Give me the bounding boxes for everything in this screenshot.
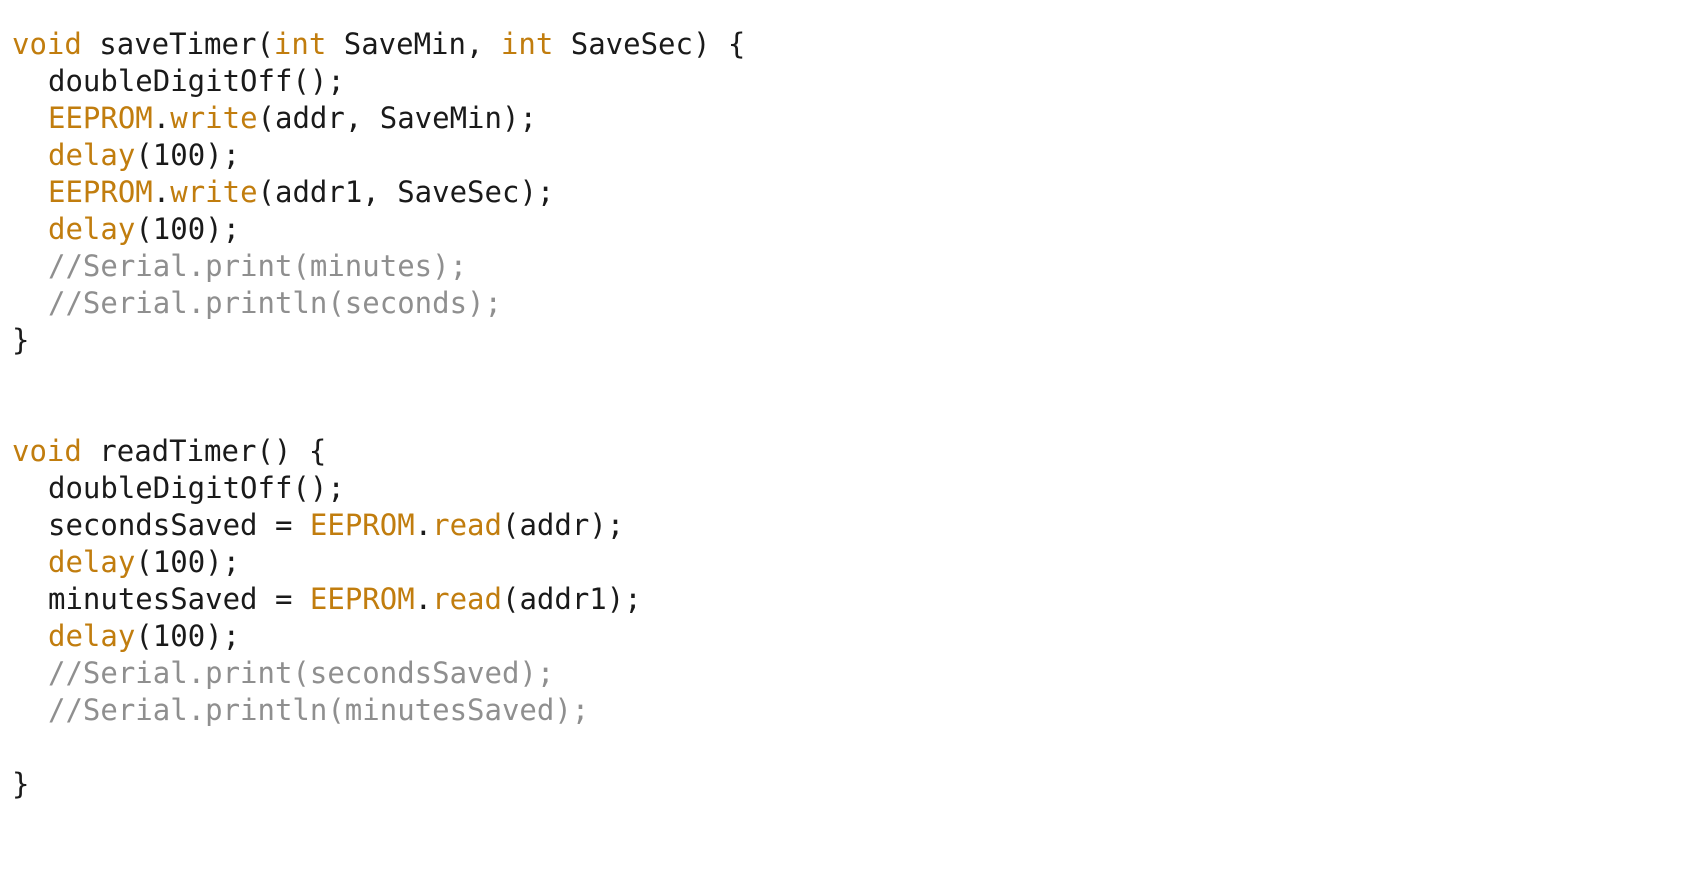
code-text: } (12, 767, 30, 801)
code-line[interactable]: delay(100); (12, 137, 1682, 174)
code-line[interactable]: void saveTimer(int SaveMin, int SaveSec)… (12, 26, 1682, 63)
code-text: (addr1, SaveSec); (257, 175, 555, 209)
code-text: (addr, SaveMin); (257, 101, 537, 135)
code-line[interactable]: minutesSaved = EEPROM.read(addr1); (12, 581, 1682, 618)
code-text: (100); (135, 212, 241, 246)
code-line[interactable]: EEPROM.write(addr, SaveMin); (12, 100, 1682, 137)
code-line[interactable]: delay(100); (12, 618, 1682, 655)
code-line[interactable]: doubleDigitOff(); (12, 470, 1682, 507)
code-keyword: int (273, 27, 327, 61)
code-text: readTimer() { (81, 434, 327, 468)
code-comment: //Serial.print(secondsSaved); (48, 656, 555, 690)
code-text: SaveSec) { (553, 27, 746, 61)
code-keyword: EEPROM (48, 175, 153, 209)
code-text: } (12, 323, 30, 357)
code-line[interactable]: //Serial.println(minutesSaved); (12, 692, 1682, 729)
code-text: (100); (135, 619, 241, 653)
code-text: . (152, 101, 171, 135)
code-text: (addr1); (501, 582, 642, 616)
code-line[interactable]: delay(100); (12, 544, 1682, 581)
code-keyword: void (12, 434, 82, 468)
code-keyword: write (170, 101, 258, 135)
code-keyword: delay (48, 212, 136, 246)
code-text: secondsSaved = (48, 508, 310, 542)
code-comment: //Serial.println(seconds); (48, 286, 502, 320)
code-text: . (414, 582, 433, 616)
code-line[interactable]: secondsSaved = EEPROM.read(addr); (12, 507, 1682, 544)
code-line[interactable] (12, 729, 1682, 766)
code-editor[interactable]: void saveTimer(int SaveMin, int SaveSec)… (12, 26, 1682, 876)
code-text: (addr); (501, 508, 625, 542)
code-keyword: read (432, 508, 502, 542)
code-line[interactable] (12, 396, 1682, 433)
code-keyword: int (500, 27, 554, 61)
code-line[interactable]: doubleDigitOff(); (12, 63, 1682, 100)
code-line[interactable]: delay(100); (12, 211, 1682, 248)
code-line[interactable] (12, 359, 1682, 396)
code-comment: //Serial.print(minutes); (48, 249, 468, 283)
code-text: doubleDigitOff(); (48, 64, 345, 98)
code-line[interactable]: } (12, 766, 1682, 803)
code-line[interactable]: EEPROM.write(addr1, SaveSec); (12, 174, 1682, 211)
code-text: doubleDigitOff(); (48, 471, 345, 505)
code-keyword: EEPROM (309, 582, 415, 616)
code-line[interactable]: //Serial.print(minutes); (12, 248, 1682, 285)
code-keyword: write (170, 175, 258, 209)
code-keyword: delay (48, 619, 136, 653)
code-keyword: delay (48, 138, 136, 172)
code-text: . (414, 508, 433, 542)
code-keyword: EEPROM (48, 101, 153, 135)
code-keyword: delay (48, 545, 136, 579)
code-keyword: EEPROM (309, 508, 415, 542)
code-line[interactable]: } (12, 322, 1682, 359)
code-line[interactable]: void readTimer() { (12, 433, 1682, 470)
code-comment: //Serial.println(minutesSaved); (48, 693, 590, 727)
code-text: SaveMin, (326, 27, 501, 61)
code-keyword: void (12, 27, 82, 61)
code-text: . (152, 175, 171, 209)
code-text: (100); (135, 545, 241, 579)
code-text: saveTimer( (81, 27, 274, 61)
code-line[interactable]: //Serial.print(secondsSaved); (12, 655, 1682, 692)
code-text: (100); (135, 138, 241, 172)
code-keyword: read (432, 582, 502, 616)
code-line[interactable]: //Serial.println(seconds); (12, 285, 1682, 322)
code-text: minutesSaved = (48, 582, 310, 616)
